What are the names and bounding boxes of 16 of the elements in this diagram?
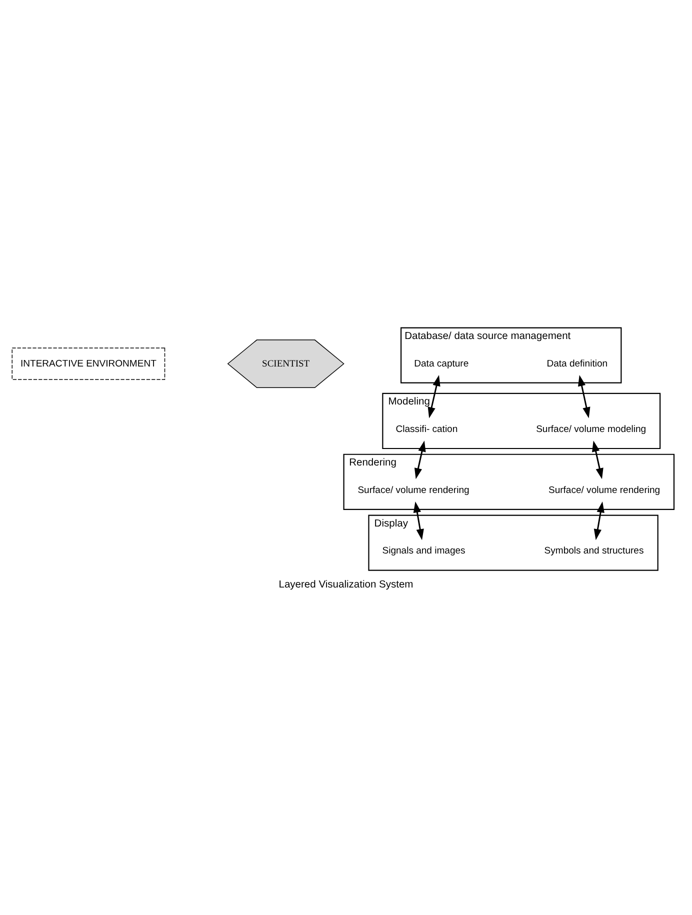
arrow [413,501,424,540]
node-text: Data capture [414,358,469,370]
arrow [578,375,590,418]
node-text: Surface/ volume modeling [536,424,646,435]
arrow [592,440,604,480]
arrow [594,501,604,540]
node-text: Classifi- cation [396,424,458,435]
arrow [414,440,426,480]
node-text: Surface/ volume rendering [548,484,660,496]
node-text: Data definition [546,358,608,370]
node-text: Surface/ volume rendering [358,484,470,496]
node-text: Symbols and structures [544,546,644,557]
node-box: INTERACTIVE ENVIRONMENT [12,348,166,380]
caption: Layered Visualization System [278,579,414,590]
arrow [428,375,440,418]
node-text: Signals and images [382,546,466,557]
